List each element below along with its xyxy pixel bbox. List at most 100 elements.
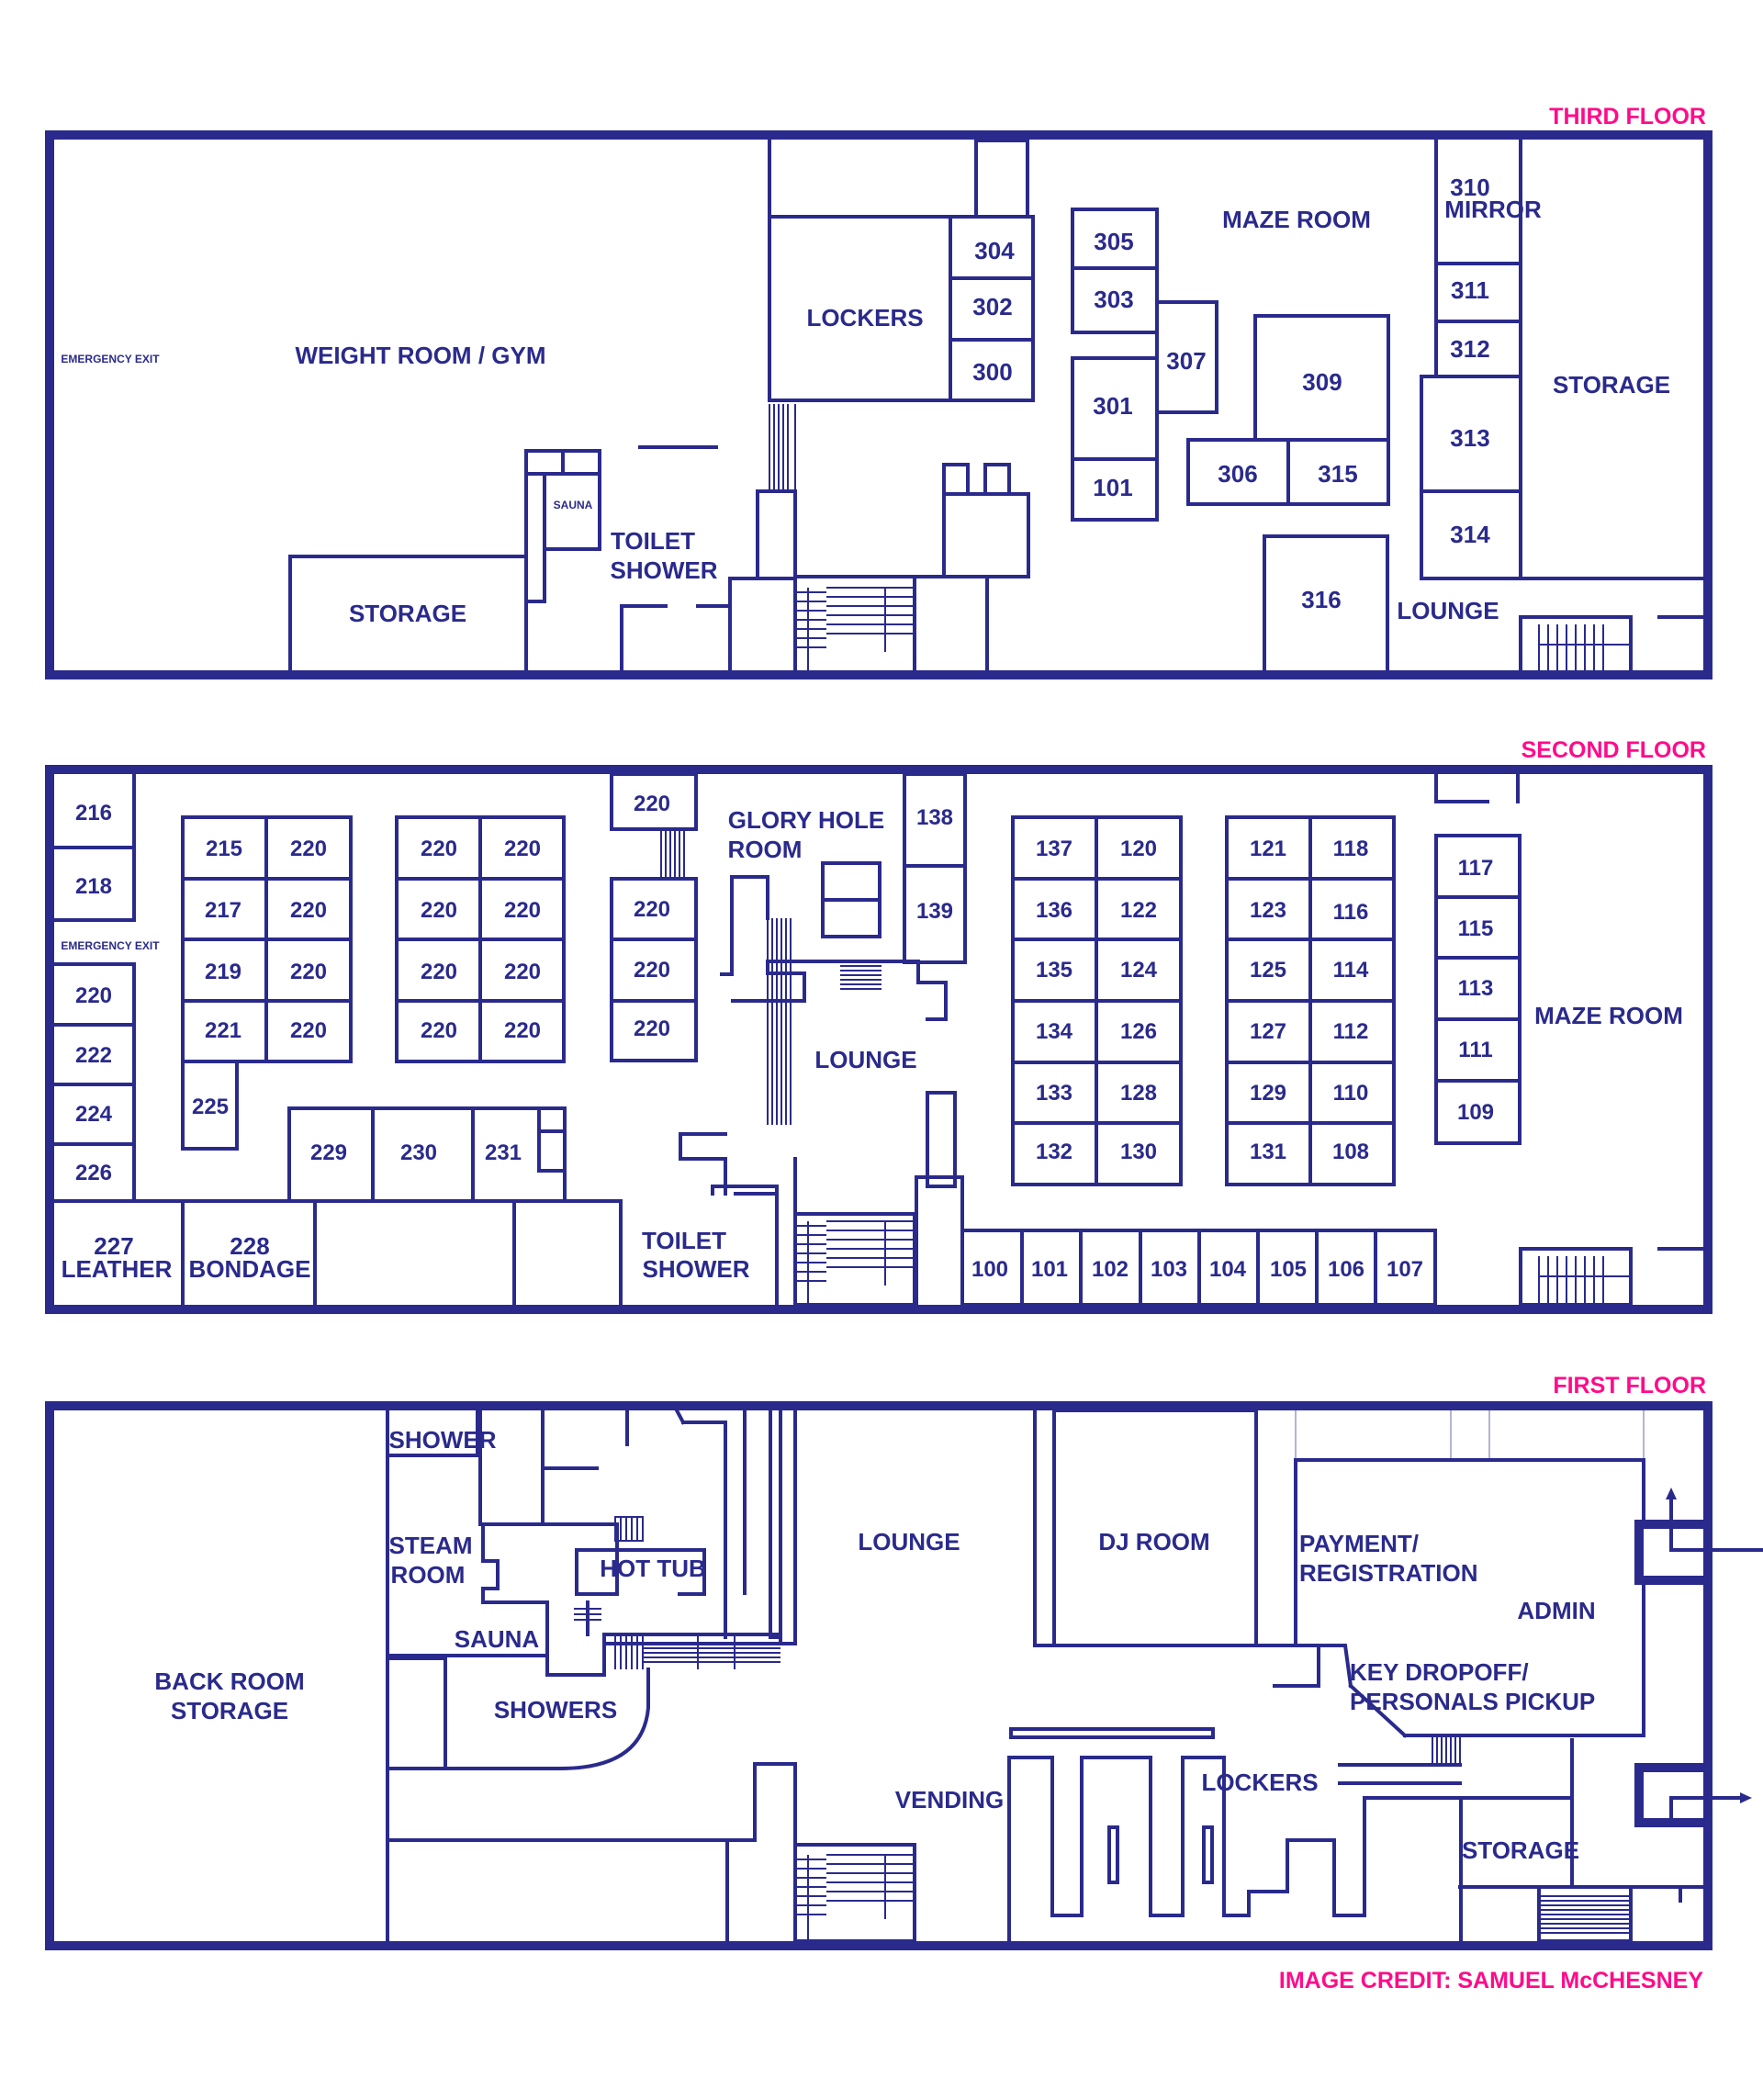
room-108: 108 [1332,1140,1369,1164]
room-128: 128 [1120,1081,1157,1106]
room-118: 118 [1333,837,1369,861]
room-309: 309 [1302,368,1342,396]
room-220-b4: 220 [504,898,541,923]
room-133: 133 [1036,1081,1072,1106]
room-105: 105 [1270,1257,1307,1282]
room-316: 316 [1301,586,1341,613]
room-220-b8: 220 [504,1018,541,1043]
second-floor-outline [45,765,1712,1314]
first-floor-heading: FIRST FLOOR [1553,1373,1706,1398]
room-306: 306 [1218,460,1257,488]
room-311: 311 [1451,276,1489,304]
room-117: 117 [1458,856,1494,881]
room-224: 224 [75,1102,113,1127]
glory-hole-room-label: ROOM [728,836,803,863]
room-300: 300 [972,358,1012,386]
room-220-b3: 220 [421,898,457,923]
room-220-c2: 220 [634,897,670,922]
room-313: 313 [1450,424,1489,452]
storage-label-third-right: STORAGE [1553,371,1670,399]
storage-label-first: STORAGE [1462,1836,1579,1864]
emergency-exit-label: EMERGENCY EXIT [61,353,160,365]
room-231: 231 [485,1140,522,1165]
stairs-down-second [793,1212,916,1307]
stairs-220 [660,829,685,879]
room-220-b5: 220 [421,960,457,984]
admin-label: ADMIN [1517,1597,1595,1624]
room-305: 305 [1094,228,1133,255]
room-101-second: 101 [1031,1257,1068,1282]
room-307: 307 [1166,347,1206,375]
room-110: 110 [1333,1081,1369,1106]
shower-label-third: SHOWER [611,556,718,584]
room-222: 222 [75,1043,112,1068]
room-229: 229 [310,1140,347,1165]
room-315: 315 [1318,460,1357,488]
room-310: 310 [1450,174,1489,201]
room-131: 131 [1250,1140,1286,1164]
room-220-b7: 220 [421,1018,457,1043]
room-115: 115 [1458,916,1494,941]
lounge-label-first: LOUNGE [858,1528,960,1555]
room-132: 132 [1036,1140,1072,1164]
room-123: 123 [1250,898,1286,923]
stairs-down-third [793,575,916,677]
room-137: 137 [1036,837,1072,861]
exit-door-bottom [1634,1763,1752,1827]
stairs-right-first [1537,1885,1633,1943]
room-130: 130 [1120,1140,1157,1164]
room-129: 129 [1250,1081,1286,1106]
room-301: 301 [1093,392,1132,420]
maze-room-label-third: MAZE ROOM [1222,206,1371,233]
room-139: 139 [916,899,953,924]
room-114: 114 [1333,958,1369,983]
second-floor-heading: SECOND FLOOR [1522,737,1706,763]
room-116: 116 [1333,900,1369,925]
room-220-b6: 220 [504,960,541,984]
room-111: 111 [1458,1038,1492,1062]
stairs-lockers [769,404,796,491]
room-102: 102 [1092,1257,1129,1282]
room-220-a1: 220 [290,837,327,861]
first-floor: FIRST FLOOR [45,1373,1763,1950]
vending-label: VENDING [895,1786,1004,1814]
room-220-c3: 220 [634,958,670,983]
room-220-left: 220 [75,983,112,1008]
room-304: 304 [974,237,1015,264]
exit-door-top [1634,1488,1763,1585]
shower-label-second: SHOWER [643,1255,750,1283]
second-floor: SECOND FLOOR [45,737,1712,1314]
room-303: 303 [1094,286,1133,313]
room-100: 100 [971,1257,1008,1282]
room-302: 302 [972,293,1012,320]
room-228: 228 [230,1232,269,1260]
room-124: 124 [1120,958,1158,983]
sauna-label-third: SAUNA [554,499,593,511]
third-floor-labels: WEIGHT ROOM / GYM EMERGENCY EXIT LOCKERS… [61,174,1670,627]
room-314: 314 [1450,521,1490,548]
stairs-up-first [793,1843,916,1943]
room-136: 136 [1036,898,1072,923]
payment-label: PAYMENT/ [1299,1530,1419,1557]
room-135: 135 [1036,958,1072,983]
shower-label-first: SHOWER [389,1426,497,1454]
dj-room-label: DJ ROOM [1098,1528,1209,1555]
room-106: 106 [1328,1257,1364,1282]
lockers-label-first: LOCKERS [1201,1769,1318,1796]
bondage-label: BONDAGE [189,1255,311,1283]
room-216: 216 [75,801,112,825]
showers-label: SHOWERS [494,1696,617,1724]
back-room-storage-label: STORAGE [171,1697,288,1724]
stairs-glory [767,918,882,1125]
room-230: 230 [400,1140,437,1165]
registration-label: REGISTRATION [1299,1559,1478,1587]
room-220-c1: 220 [634,792,670,816]
room-109: 109 [1457,1100,1494,1125]
room-126: 126 [1120,1019,1157,1044]
room-219: 219 [205,960,241,984]
room-103: 103 [1151,1257,1187,1282]
third-floor-heading: THIRD FLOOR [1549,104,1706,129]
room-226: 226 [75,1161,112,1185]
steam-label: STEAM [389,1532,473,1559]
